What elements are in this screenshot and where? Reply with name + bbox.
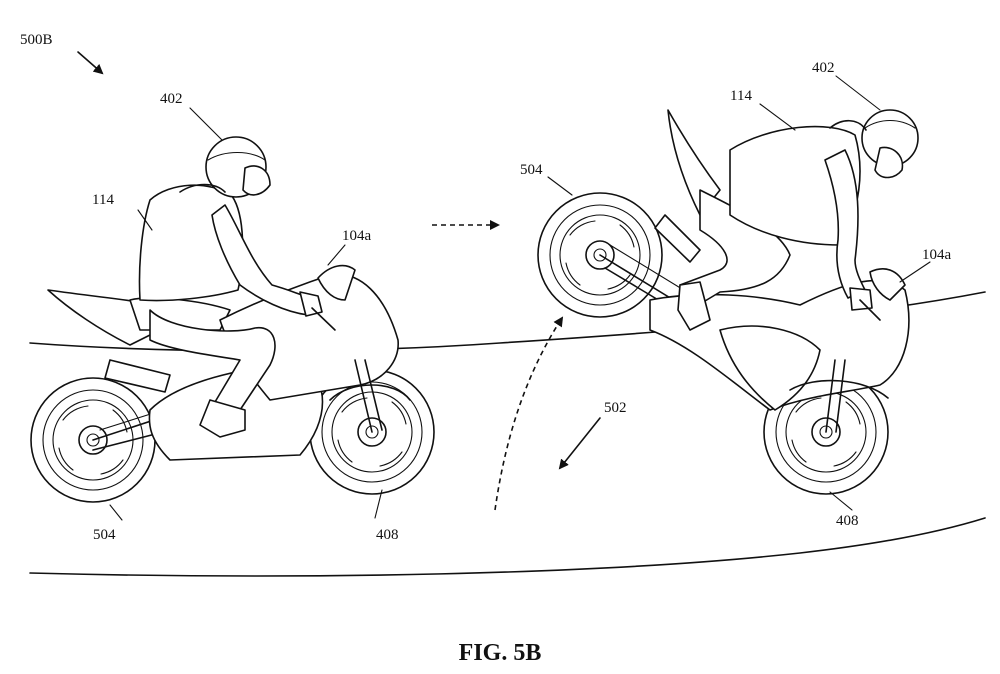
label-500B: 500B [20,32,53,48]
label-left-bike: 104a [342,228,372,244]
right-rider [677,109,919,331]
right-motorcycle [537,109,910,495]
fig-ref-arrow [77,51,104,75]
label-left-front-wheel: 408 [376,527,399,543]
label-right-bike: 104a [922,247,952,263]
label-left-rider: 114 [92,192,114,208]
lift-dashed-arrow [494,316,564,511]
figure-caption: FIG. 5B [459,640,542,666]
label-left-helmet: 402 [160,91,183,107]
label-right-helmet: 402 [812,60,835,76]
label-surface: 502 [604,400,627,416]
label-right-rider: 114 [730,88,752,104]
label-right-rear-wheel: 504 [520,162,543,178]
label-left-rear-wheel: 504 [93,527,116,543]
track-lower-line [29,517,986,577]
left-rider [138,136,336,438]
label-right-front-wheel: 408 [836,513,859,529]
surface-arrow [558,417,601,470]
